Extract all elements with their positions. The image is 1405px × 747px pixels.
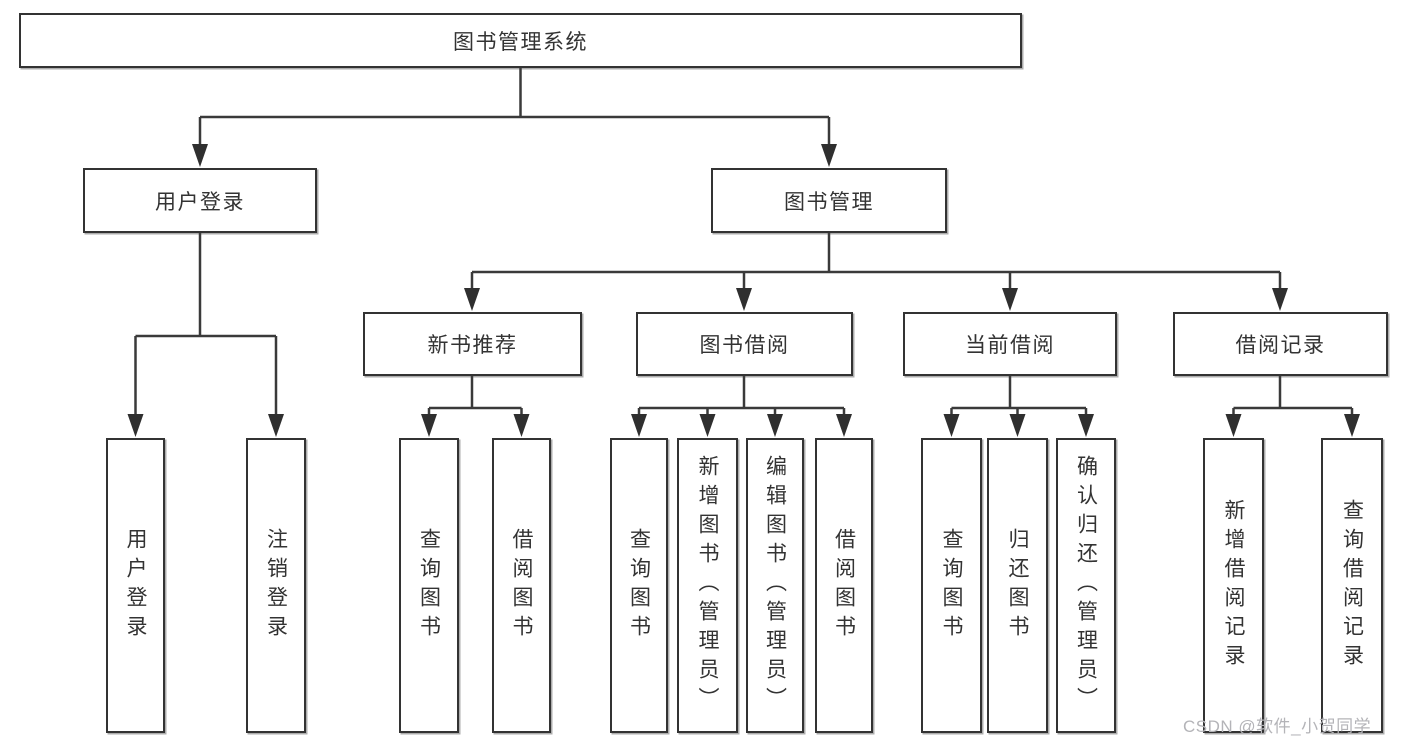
connector-path bbox=[134, 233, 278, 418]
arrowhead-icon bbox=[1009, 414, 1026, 437]
node-current-borrow: 当前借阅 bbox=[903, 312, 1117, 376]
node-book-management: 图书管理 bbox=[711, 168, 947, 233]
node-borrow-records: 借阅记录 bbox=[1173, 312, 1388, 376]
leaf-add-borrow-record: 新增借阅记录 bbox=[1203, 438, 1264, 733]
arrowhead-icon bbox=[421, 414, 437, 437]
arrowhead-icon bbox=[1344, 414, 1360, 437]
leaf-user-login: 用户登录 bbox=[106, 438, 165, 733]
arrowhead-icon bbox=[1078, 414, 1094, 437]
leaf-query-borrow-record: 查询借阅记录 bbox=[1321, 438, 1383, 733]
leaf-confirm-return-admin: 确认归还（管理员） bbox=[1056, 438, 1116, 733]
leaf-edit-books-admin: 编辑图书（管理员） bbox=[746, 438, 804, 733]
leaf-query-books-recommend: 查询图书 bbox=[399, 438, 459, 733]
arrowhead-icon bbox=[464, 288, 480, 311]
arrowhead-icon bbox=[736, 288, 752, 311]
node-book-borrow: 图书借阅 bbox=[636, 312, 853, 376]
node-user-login: 用户登录 bbox=[83, 168, 317, 233]
node-library-management-system: 图书管理系统 bbox=[19, 13, 1022, 68]
connector-path bbox=[1232, 376, 1354, 420]
leaf-return-books: 归还图书 bbox=[987, 438, 1048, 733]
arrowhead-icon bbox=[192, 144, 208, 167]
leaf-add-books-admin: 新增图书（管理员） bbox=[677, 438, 738, 733]
arrowhead-icon bbox=[943, 414, 960, 437]
arrowhead-icon bbox=[127, 414, 144, 437]
connector-path bbox=[198, 68, 831, 148]
leaf-borrow-books-recommend: 借阅图书 bbox=[492, 438, 551, 733]
arrowhead-icon bbox=[631, 414, 647, 437]
arrowhead-icon bbox=[268, 414, 284, 437]
leaf-borrow-books: 借阅图书 bbox=[815, 438, 873, 733]
arrowhead-icon bbox=[836, 414, 852, 437]
arrowhead-icon bbox=[821, 144, 837, 167]
arrowhead-icon bbox=[767, 414, 783, 437]
leaf-query-books-current: 查询图书 bbox=[921, 438, 982, 733]
arrowhead-icon bbox=[1225, 414, 1242, 437]
connector-path bbox=[427, 376, 523, 420]
leaf-query-books-borrow: 查询图书 bbox=[610, 438, 668, 733]
node-new-book-recommend: 新书推荐 bbox=[363, 312, 582, 376]
arrowhead-icon bbox=[699, 414, 716, 437]
watermark: CSDN @软件_小贺同学 bbox=[1183, 717, 1372, 736]
leaf-logout: 注销登录 bbox=[246, 438, 306, 733]
connector-path bbox=[470, 233, 1282, 294]
arrowhead-icon bbox=[1002, 288, 1018, 311]
arrowhead-icon bbox=[513, 414, 530, 437]
connector-path bbox=[950, 376, 1088, 420]
connector-path bbox=[637, 376, 846, 420]
arrowhead-icon bbox=[1272, 288, 1288, 311]
